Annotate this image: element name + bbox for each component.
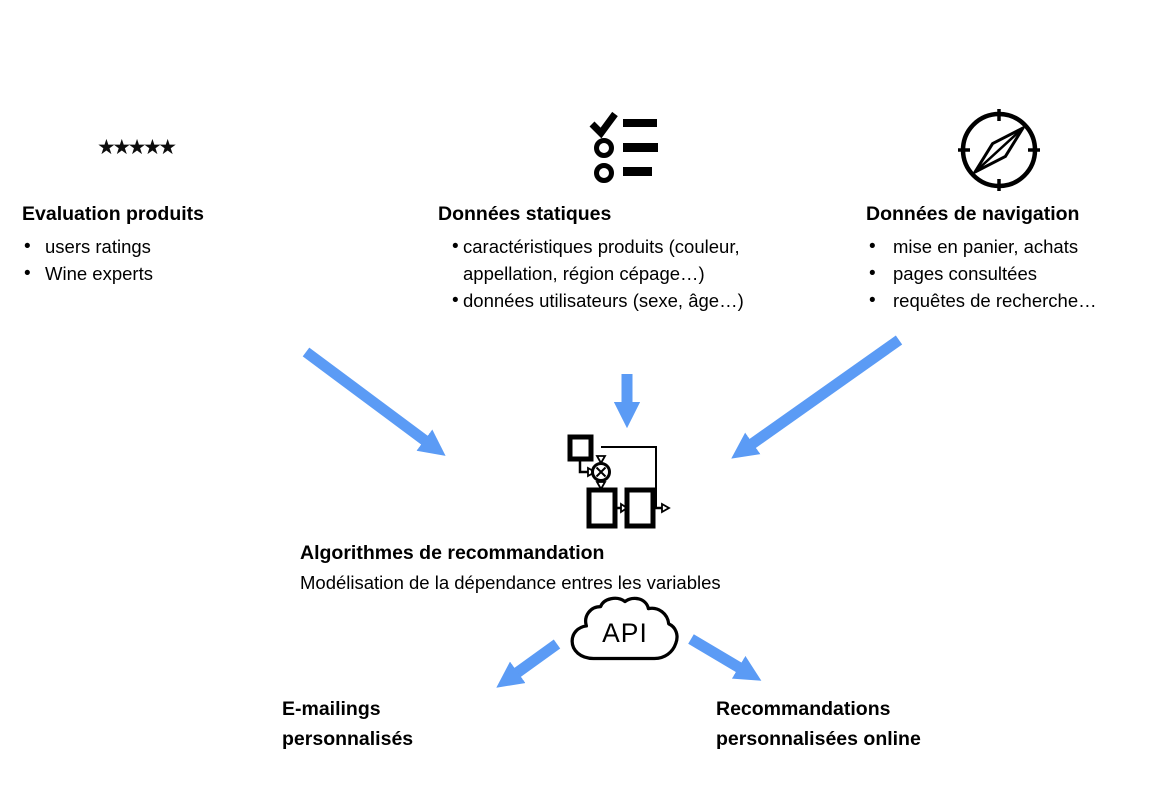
bullet-item: Wine experts: [22, 260, 322, 287]
output-recommendations: Recommandations personnalisées online: [716, 698, 921, 750]
output-emailings: E-mailings personnalisés: [282, 698, 414, 750]
source-title: Données statiques: [438, 203, 612, 225]
api-label: API: [602, 618, 648, 648]
algorithm-title: Algorithmes de recommandation: [300, 542, 605, 564]
bullet-item: mise en panier, achats: [866, 233, 1162, 260]
source-title: Données de navigation: [866, 203, 1080, 225]
algorithm-section: Algorithmes de recommandation Modélisati…: [300, 541, 820, 595]
compass-icon: [958, 109, 1040, 191]
algorithm-subtitle: Modélisation de la dépendance entres les…: [300, 572, 721, 593]
source-bullet-list: users ratings Wine experts: [22, 233, 322, 287]
source-donnees-navigation: Données de navigation mise en panier, ac…: [866, 202, 1162, 314]
source-title: Evaluation produits: [22, 203, 205, 225]
arrow-evaluation-to-algorithm: [302, 347, 446, 456]
arrow-navigation-to-algorithm: [731, 335, 903, 459]
source-bullet-list: mise en panier, achats pages consultées …: [866, 233, 1162, 314]
source-donnees-statiques: Données statiques caractéristiques produ…: [438, 202, 783, 314]
checklist-icon: [589, 111, 658, 183]
source-evaluation-produits: Evaluation produits users ratings Wine e…: [22, 202, 322, 287]
bullet-item: users ratings: [22, 233, 322, 260]
bullet-item: caractéristiques produits (couleur, appe…: [438, 233, 783, 287]
arrow-api-to-recommendations: [688, 634, 762, 681]
five-stars-icon: ★★★★★: [97, 136, 177, 159]
source-bullet-list: caractéristiques produits (couleur, appe…: [438, 233, 783, 314]
flowchart-blocks-icon: [567, 434, 671, 529]
arrow-api-to-emailings: [496, 639, 561, 688]
bullet-item: requêtes de recherche…: [866, 287, 1162, 314]
bullet-item: données utilisateurs (sexe, âge…): [438, 287, 783, 314]
api-cloud-icon: API: [570, 596, 679, 661]
bullet-item: pages consultées: [866, 260, 1162, 287]
